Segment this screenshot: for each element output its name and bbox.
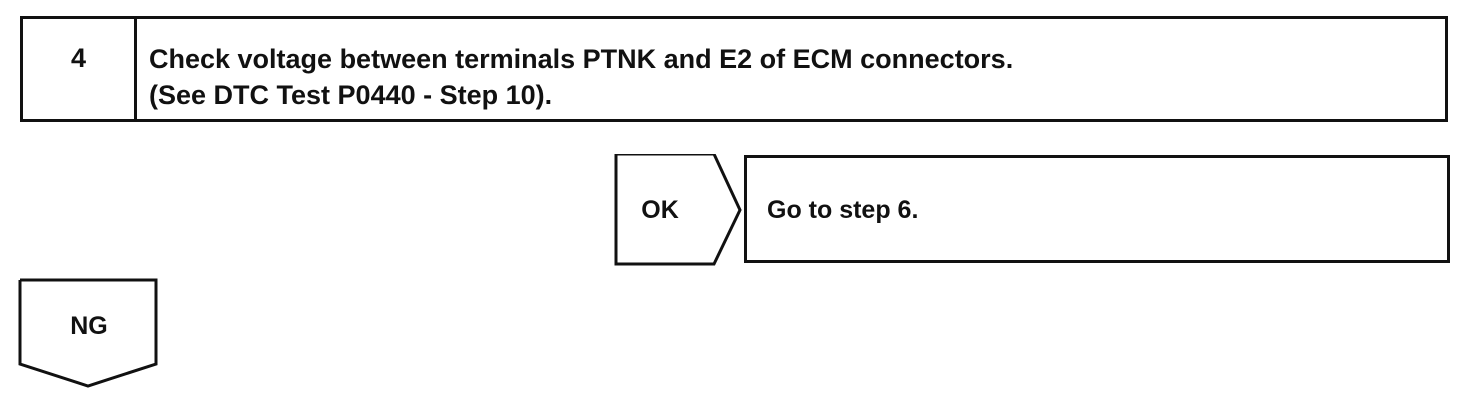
step-instruction-line-1: Check voltage between terminals PTNK and…	[149, 44, 1014, 74]
step-number: 4	[23, 19, 137, 119]
step-instruction-line-2: (See DTC Test P0440 - Step 10).	[149, 80, 553, 110]
ng-arrow-shape	[18, 278, 158, 388]
step-box: 4 Check voltage between terminals PTNK a…	[20, 16, 1448, 122]
ok-result-box: Go to step 6.	[744, 155, 1450, 263]
ok-result-text: Go to step 6.	[767, 196, 919, 224]
ng-label: NG	[70, 312, 108, 340]
step-instruction: Check voltage between terminals PTNK and…	[137, 19, 1445, 119]
ok-arrow-shape	[614, 154, 742, 266]
ok-label: OK	[641, 196, 679, 224]
